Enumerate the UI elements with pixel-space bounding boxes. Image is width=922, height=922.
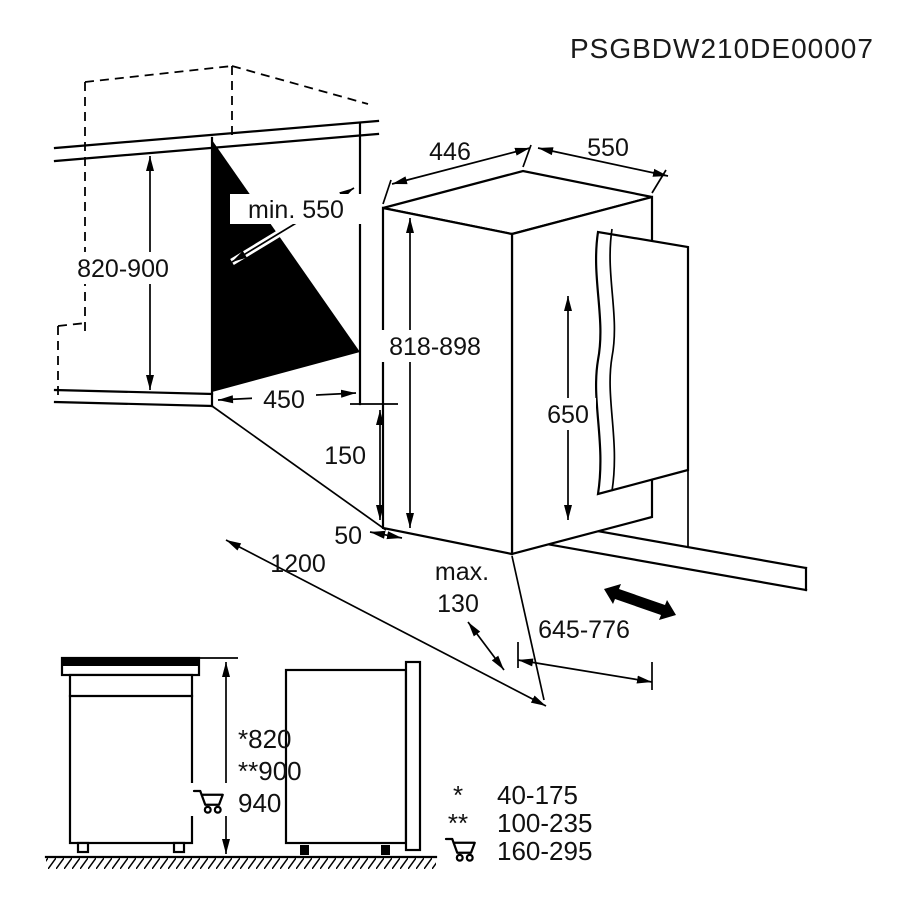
- slide-arrow-icon: [604, 584, 676, 620]
- legend: * 40-175 ** 100-235 160-295: [444, 780, 592, 866]
- dim-counter-height: 820-900: [77, 255, 169, 283]
- height-cart-label: 940: [238, 788, 281, 818]
- dim-appliance-height: 818-898: [389, 333, 481, 361]
- legend-symbol-star: *: [453, 780, 463, 810]
- freestanding-side-view: [60, 656, 201, 854]
- dim-door-panel-height: 650: [547, 401, 589, 429]
- legend-symbol-double-star: **: [448, 808, 468, 838]
- height-double-star-label: **900: [238, 756, 302, 786]
- hidden-edges: [57, 65, 369, 400]
- side-view-heights: *820 **900 940: [190, 657, 302, 854]
- built-in-side-view: [284, 660, 422, 855]
- dim-niche-width: 450: [263, 386, 305, 414]
- niche-shadow: [212, 140, 360, 392]
- dim-plinth-max: 130: [437, 590, 479, 618]
- height-star-label: *820: [238, 724, 292, 754]
- cart-icon: [444, 837, 476, 862]
- dim-front-clearance: 1200: [270, 550, 326, 578]
- legend-value-star: 40-175: [497, 780, 578, 810]
- dim-plinth-height: 150: [324, 442, 366, 470]
- drawing-code: PSGBDW210DE00007: [570, 33, 874, 64]
- dim-width-top: 446: [429, 138, 471, 166]
- legend-value-double-star: 100-235: [497, 808, 592, 838]
- dim-door-travel: 645-776: [538, 616, 630, 644]
- dim-depth-top: 550: [587, 134, 629, 162]
- dim-niche-depth: min. 550: [248, 196, 344, 224]
- door-panel: [595, 228, 690, 547]
- legend-value-cart: 160-295: [497, 836, 592, 866]
- floor-line: [44, 855, 438, 869]
- dim-gap: 50: [334, 522, 362, 550]
- dim-max-word: max.: [435, 558, 489, 586]
- dimensions: 820-900 min. 550 450 446 550 818-898 650…: [58, 134, 669, 707]
